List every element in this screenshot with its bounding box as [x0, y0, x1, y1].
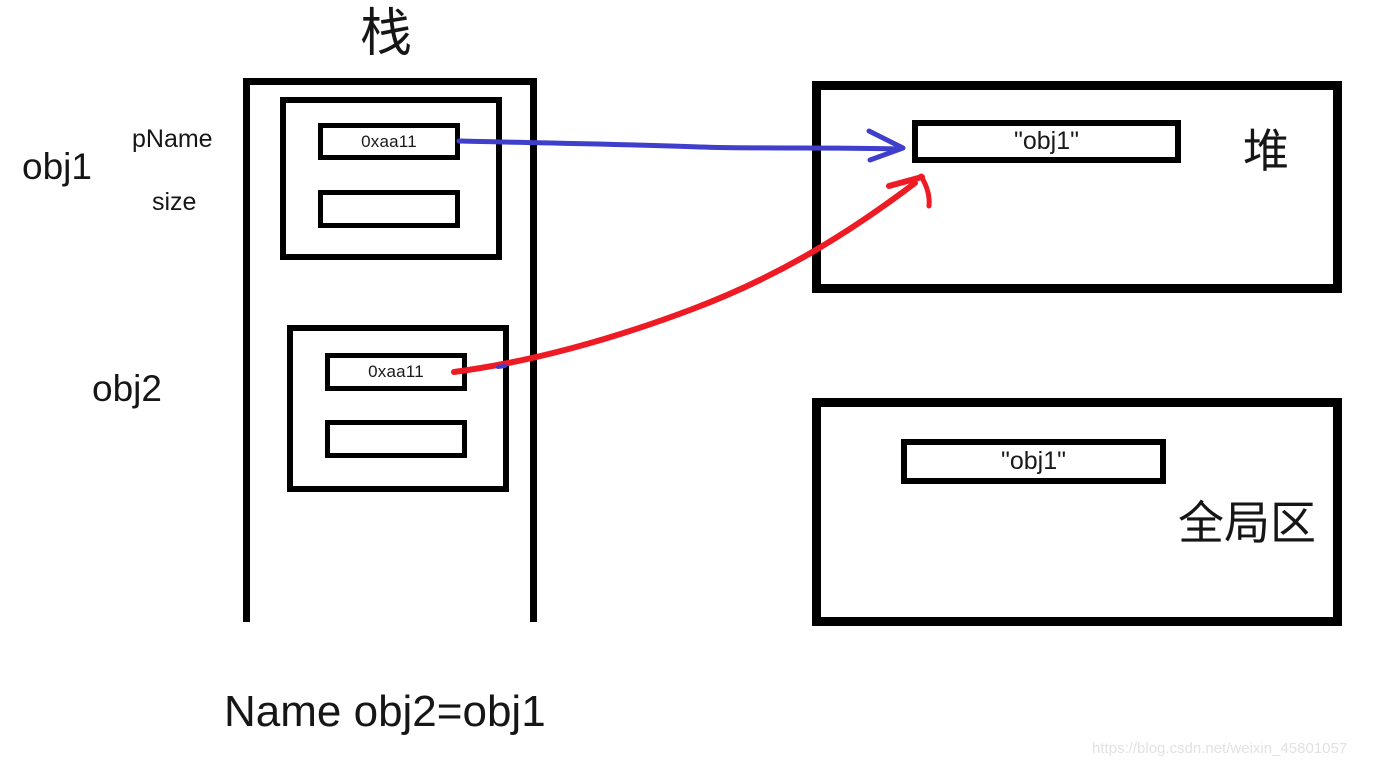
diagram-caption: Name obj2=obj1	[224, 687, 546, 736]
watermark: https://blog.csdn.net/weixin_45801057	[1092, 740, 1348, 757]
obj2-object-frame: 0xaa11	[287, 325, 509, 492]
heap-region: "obj1"	[812, 81, 1342, 293]
obj2-label: obj2	[92, 368, 162, 409]
obj1-size-field	[318, 190, 460, 228]
obj2-size-field	[325, 420, 467, 458]
obj2-pname-field: 0xaa11	[325, 353, 467, 391]
stack-region: 0xaa11 0xaa11	[243, 78, 537, 622]
obj1-field-size-label: size	[152, 188, 197, 216]
global-area-region: "obj1"	[812, 398, 1342, 626]
obj1-object-frame: 0xaa11	[280, 97, 502, 260]
global-string-cell: "obj1"	[901, 439, 1166, 484]
heap-string-cell: "obj1"	[912, 120, 1181, 163]
heap-region-title: 堆	[1243, 124, 1289, 178]
obj1-pname-field: 0xaa11	[318, 123, 460, 160]
global-area-title: 全局区	[1178, 496, 1316, 550]
obj1-field-pname-label: pName	[132, 125, 213, 153]
stack-region-title: 栈	[360, 4, 413, 64]
obj1-label: obj1	[22, 146, 92, 187]
